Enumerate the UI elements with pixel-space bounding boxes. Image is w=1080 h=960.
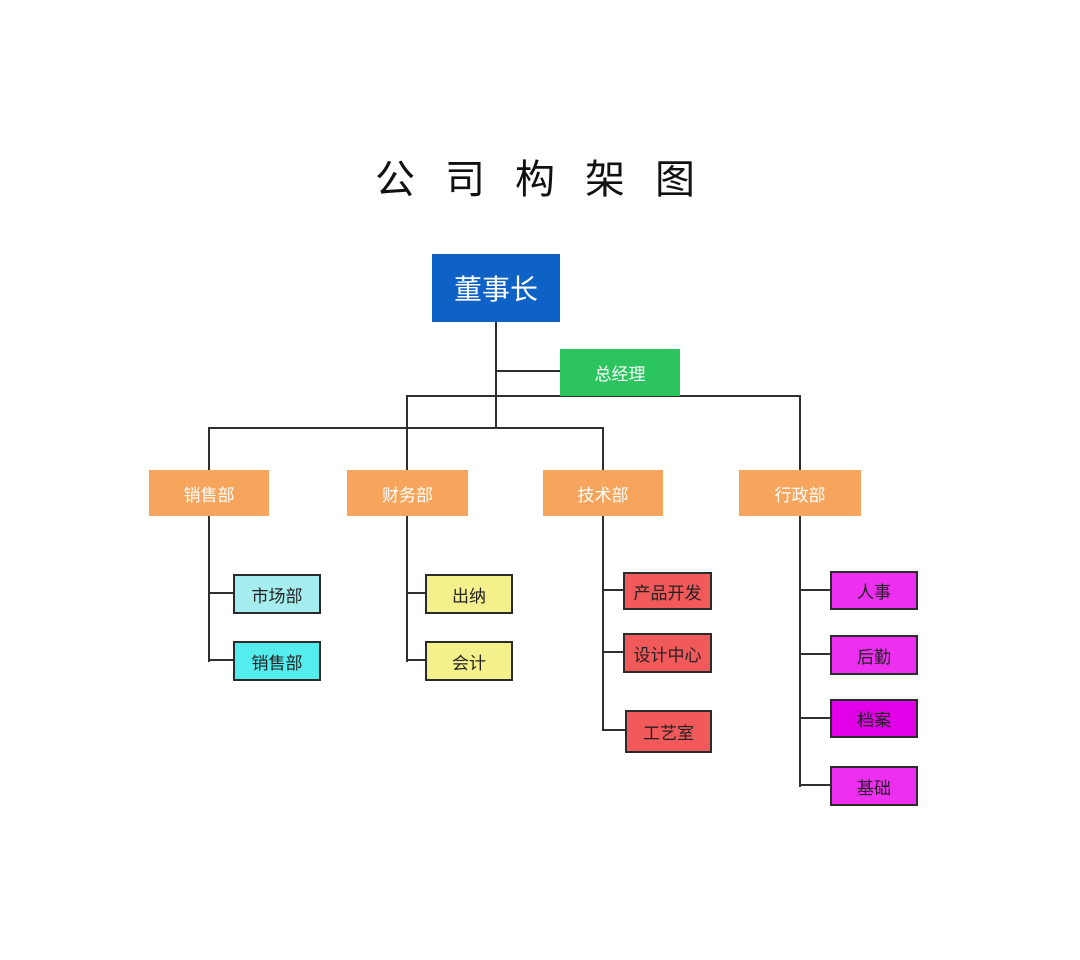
node-logistics-label: 后勤 [857, 647, 891, 667]
node-cashier: 出纳 [425, 574, 513, 614]
page-title: 公 司 构 架 图 [375, 157, 705, 202]
node-general-manager-label: 总经理 [594, 365, 646, 384]
node-basic: 基础 [830, 766, 918, 806]
connector-line-admin-top [799, 395, 801, 470]
node-accounting-label: 会计 [452, 653, 486, 673]
connector-stub-basic [799, 784, 830, 786]
connector-line-gm-link [496, 370, 560, 372]
node-sales-dept-label: 销售部 [183, 485, 235, 505]
node-finance-dept-label: 财务部 [382, 485, 433, 505]
node-product-development: 产品开发 [623, 572, 712, 610]
node-logistics: 后勤 [830, 635, 918, 675]
connector-stub-craft [602, 729, 625, 731]
connector-line-sales-top [208, 427, 210, 470]
node-sales-sub-dept-label: 销售部 [251, 653, 303, 673]
node-sales-dept: 销售部 [149, 470, 269, 516]
node-design-center: 设计中心 [623, 633, 712, 673]
connector-stub-sales-sub [208, 659, 233, 661]
node-archives: 档案 [830, 699, 918, 738]
connector-line-row-upper [406, 395, 801, 397]
node-tech-dept-label: 技术部 [577, 485, 629, 505]
node-craft-room: 工艺室 [625, 710, 712, 753]
node-chairman-label: 董事长 [453, 274, 538, 305]
connector-stub-logistics [799, 653, 830, 655]
connector-stub-hr [799, 589, 830, 591]
node-finance-dept: 财务部 [347, 470, 468, 516]
connector-stub-archives [799, 717, 830, 719]
connector-stub-product [602, 589, 623, 591]
node-product-development-label: 产品开发 [633, 583, 702, 603]
node-admin-dept: 行政部 [739, 470, 861, 516]
connector-stub-market [208, 592, 233, 594]
node-hr-label: 人事 [857, 583, 891, 602]
node-chairman: 董事长 [432, 254, 560, 322]
connector-line-finance-down [406, 516, 408, 662]
node-admin-dept-label: 行政部 [774, 485, 826, 505]
node-cashier-label: 出纳 [452, 586, 486, 606]
node-archives-label: 档案 [857, 711, 891, 730]
node-tech-dept: 技术部 [543, 470, 663, 516]
node-sales-sub-dept: 销售部 [233, 641, 321, 681]
node-basic-label: 基础 [857, 778, 891, 798]
connector-stub-accounting [406, 659, 425, 661]
connector-line-sales-down [208, 516, 210, 662]
node-market-dept-label: 市场部 [251, 586, 303, 606]
connector-line-tech-top [602, 427, 604, 470]
node-craft-room-label: 工艺室 [643, 724, 694, 743]
node-accounting: 会计 [425, 641, 513, 681]
node-hr: 人事 [830, 571, 918, 610]
node-general-manager: 总经理 [560, 349, 680, 396]
node-market-dept: 市场部 [233, 574, 321, 614]
connector-line-finance-top [406, 395, 408, 470]
connector-line-chairman-down [495, 322, 497, 429]
connector-stub-cashier [406, 592, 425, 594]
connector-stub-design [602, 651, 623, 653]
connector-line-admin-down [799, 516, 801, 787]
connector-line-tech-down [602, 516, 604, 731]
node-design-center-label: 设计中心 [633, 645, 702, 665]
